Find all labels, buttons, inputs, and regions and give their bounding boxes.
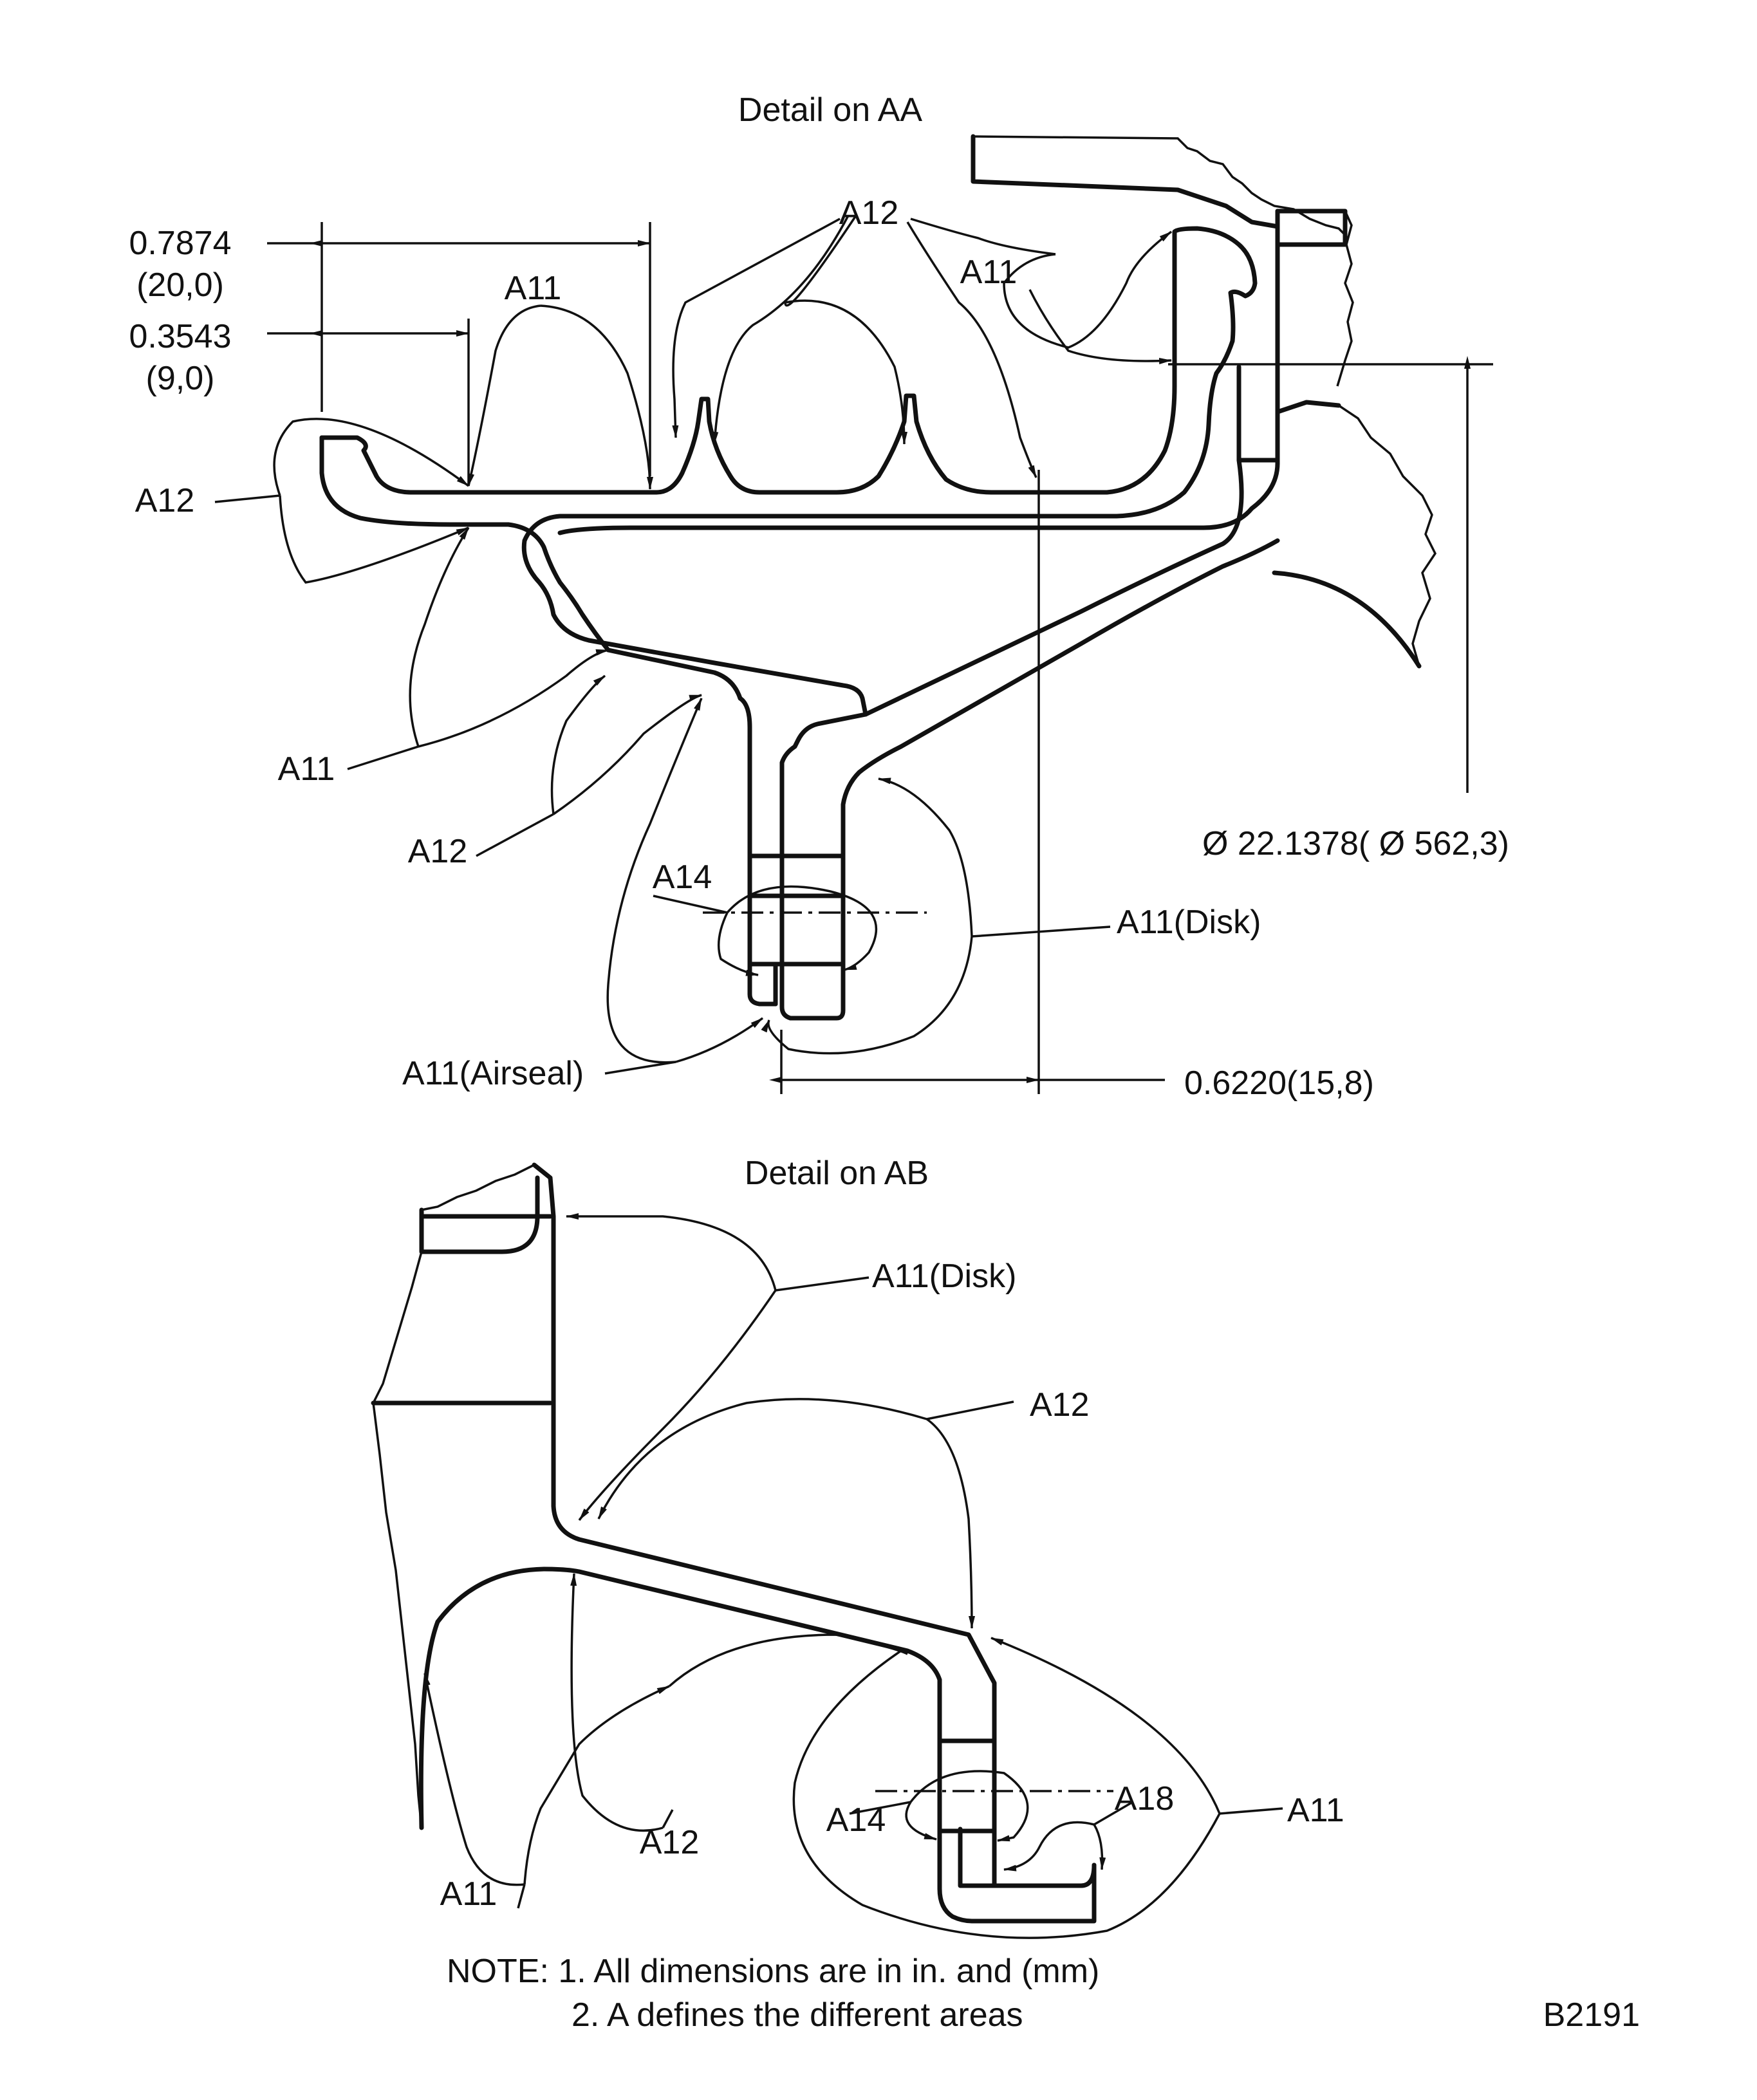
note-line-1: NOTE: 1. All dimensions are in in. and (… [447,1953,1099,1990]
label-ab-a18: A18 [1115,1780,1175,1817]
dim-0-7874-in: 0.7874 [129,225,231,262]
detail-ab-section [418,1503,1097,1924]
detail-aa-adjacent-structure [971,134,1437,669]
note-line-2: 2. A defines the different areas [572,1996,1023,2034]
detail-ab-title: Detail on AB [745,1155,929,1192]
label-ab-a11-right: A11 [1287,1792,1344,1829]
label-a14: A14 [653,859,712,896]
label-ab-a12-upper: A12 [1030,1386,1090,1424]
label-a12-left: A12 [135,482,195,519]
label-a11-top-right: A11 [960,254,1018,291]
detail-aa-leaders [214,215,1173,1075]
label-ab-a14: A14 [826,1801,886,1839]
label-ab-a12-lower: A12 [640,1824,700,1861]
label-a11-top-left: A11 [505,270,562,307]
dim-0-7874-mm: (20,0) [136,266,224,304]
label-a12-lower: A12 [408,833,468,870]
label-a11-disk: A11(Disk) [1117,904,1261,941]
label-ab-a11-disk: A11(Disk) [872,1258,1016,1295]
detail-aa-section [319,226,1280,1021]
detail-aa: Detail on AA [129,91,1509,1102]
label-ab-a11-left: A11 [440,1875,497,1913]
dim-0-3543-mm: (9,0) [146,360,215,397]
detail-ab-labels: A11(Disk) A12 A12 A11 A14 A18 A11 [440,1258,1344,1913]
detail-aa-labels: A12 A11 A11 A12 A11 A12 A14 A11(Disk) A1… [129,194,1509,1102]
label-a11-left: A11 [278,750,335,788]
dim-0-6220: 0.6220(15,8) [1184,1064,1374,1102]
label-a12-top: A12 [839,194,899,232]
detail-ab: Detail on AB [371,1155,1344,1939]
figure-id: B2191 [1543,1996,1640,2034]
notes: NOTE: 1. All dimensions are in in. and (… [447,1953,1640,2034]
detail-ab-leaders [423,1213,1283,1939]
detail-aa-dimensions [267,222,1493,1094]
dim-0-3543-in: 0.3543 [129,318,231,355]
detail-aa-title: Detail on AA [738,91,922,129]
label-a11-airseal: A11(Airseal) [402,1055,584,1092]
dim-diameter: Ø 22.1378( Ø 562,3) [1202,825,1509,862]
detail-ab-adjacent-structure [371,1162,556,1828]
